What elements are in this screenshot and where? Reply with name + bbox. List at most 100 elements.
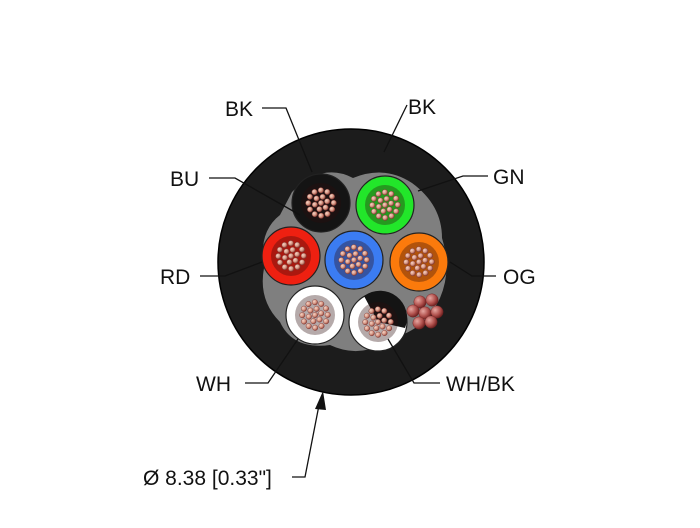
copper-strand — [307, 307, 314, 314]
copper-strand — [311, 189, 318, 195]
copper-strand — [386, 206, 393, 213]
copper-strand — [414, 265, 421, 272]
copper-strand — [318, 212, 325, 219]
copper-strand — [281, 254, 288, 261]
copper-strand — [340, 263, 346, 270]
copper-strand — [375, 203, 382, 210]
leader-og — [449, 261, 496, 277]
conductor-wh — [285, 285, 345, 345]
label-wh: WH — [196, 373, 231, 396]
copper-strand — [313, 195, 320, 202]
copper-strand — [307, 206, 313, 213]
copper-strand — [381, 189, 388, 196]
filler-strand — [425, 293, 439, 307]
copper-strand — [409, 270, 416, 277]
copper-strand — [306, 193, 313, 200]
copper-strand — [287, 240, 294, 247]
filler-strand — [430, 305, 444, 319]
conductor-wh-bk — [348, 290, 408, 352]
label-gn: GN — [493, 166, 525, 189]
copper-strand — [370, 195, 377, 202]
copper-strand — [349, 263, 356, 270]
copper-strand — [416, 259, 422, 265]
copper-strand — [368, 320, 375, 327]
copper-strand — [322, 204, 329, 211]
copper-strand — [357, 268, 364, 274]
leader-bk-right — [383, 104, 408, 153]
copper-strand — [294, 251, 301, 258]
copper-strand — [275, 253, 282, 260]
label-bk-left: BK — [225, 98, 253, 121]
copper-strand — [357, 255, 364, 262]
copper-strand — [344, 268, 351, 275]
conductor-bu — [324, 230, 384, 290]
label-wh-bk: WH/BK — [446, 373, 515, 396]
copper-strand — [294, 264, 301, 270]
copper-strand — [344, 258, 351, 265]
copper-strand — [422, 247, 429, 254]
copper-strand — [310, 318, 317, 325]
copper-strand — [376, 312, 383, 319]
copper-strand — [351, 257, 357, 263]
copper-strand — [292, 257, 299, 264]
copper-strand — [388, 213, 395, 219]
leader-wh — [245, 338, 299, 384]
leader-bk-left — [262, 107, 313, 173]
copper-strand — [371, 208, 377, 215]
copper-strand — [417, 252, 424, 259]
copper-strand — [323, 305, 329, 312]
label-og: OG — [503, 266, 536, 289]
copper-strand — [319, 193, 326, 200]
copper-strand — [281, 264, 288, 271]
copper-strand — [382, 202, 388, 208]
diameter-arrowhead — [315, 391, 326, 410]
copper-strand — [375, 331, 382, 338]
copper-strand — [375, 319, 381, 325]
copper-strand — [368, 308, 375, 314]
copper-strand — [362, 319, 369, 326]
copper-strand — [300, 252, 307, 259]
copper-strand — [305, 323, 312, 330]
copper-strand — [301, 318, 307, 325]
leader-gn — [417, 175, 488, 192]
conductor-og — [389, 232, 449, 292]
copper-strand — [312, 312, 318, 318]
copper-strand — [338, 257, 345, 264]
copper-strand — [324, 188, 331, 195]
copper-strand — [387, 318, 394, 325]
leader-diameter — [292, 399, 321, 478]
copper-strand — [299, 259, 306, 266]
copper-strand — [381, 317, 388, 324]
copper-strand — [381, 307, 388, 314]
copper-strand — [404, 252, 411, 259]
copper-strand — [324, 198, 331, 205]
copper-strand — [409, 248, 416, 254]
copper-strand — [377, 197, 384, 204]
copper-strand — [329, 206, 336, 213]
copper-strand — [375, 213, 382, 220]
copper-strand — [312, 324, 319, 331]
copper-strand — [370, 314, 377, 321]
copper-strand — [350, 244, 357, 251]
label-bk-right: BK — [408, 96, 436, 119]
copper-strand — [362, 263, 369, 270]
copper-strand — [311, 299, 318, 306]
leader-rd — [200, 261, 263, 277]
copper-strand — [288, 253, 294, 259]
copper-strand — [362, 250, 368, 257]
filler-strand — [406, 304, 420, 318]
copper-strand — [394, 201, 401, 208]
copper-strand — [369, 202, 376, 209]
copper-strand — [364, 325, 370, 332]
copper-strand — [318, 323, 325, 329]
copper-strand — [393, 208, 400, 215]
copper-strand — [386, 312, 392, 319]
copper-strand — [286, 259, 293, 266]
copper-strand — [316, 206, 323, 213]
copper-strand — [283, 248, 290, 255]
copper-strand — [329, 193, 335, 200]
copper-strand — [428, 258, 435, 265]
copper-strand — [380, 208, 387, 215]
copper-strand — [355, 261, 362, 268]
